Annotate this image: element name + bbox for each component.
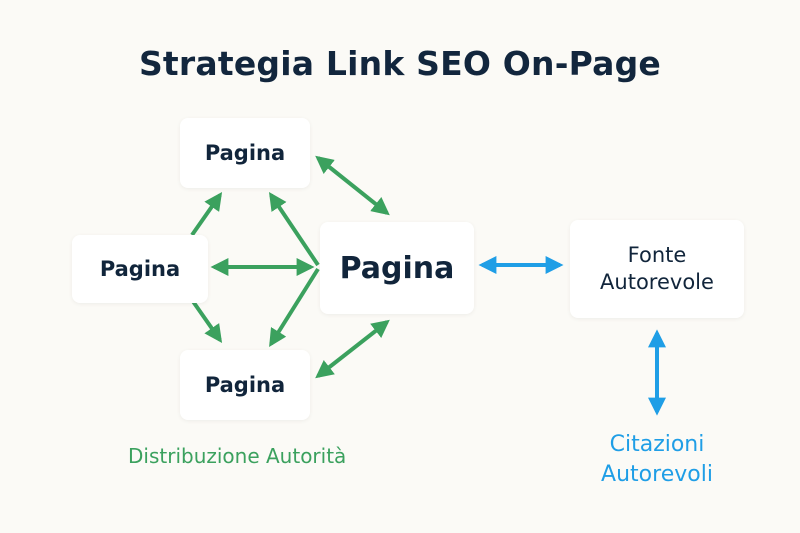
node-page-left-label: Pagina [99,257,181,281]
node-page-top: Pagina [180,118,310,188]
node-authoritative-source: Fonte Autorevole [570,220,744,318]
node-page-center: Pagina [320,222,474,314]
caption-authority-distribution: Distribuzione Autorità [128,444,347,468]
node-page-center-label: Pagina [339,250,455,286]
arrow-fan-bottom [269,267,320,348]
arrow-top-center [315,155,390,216]
node-page-top-label: Pagina [204,141,286,165]
node-source-line2: Autorevole [600,270,714,294]
node-page-bottom-label: Pagina [204,373,286,397]
caption-citations-line1: Citazioni [609,432,705,457]
arrow-left-bottom [190,298,223,343]
caption-authoritative-citations: Citazioni Autorevoli [584,430,730,489]
diagram-title: Strategia Link SEO On-Page [138,44,662,83]
node-page-left: Pagina [72,235,208,303]
arrow-left-top [190,192,223,237]
node-page-bottom: Pagina [180,350,310,420]
caption-citations-line2: Autorevoli [601,461,713,487]
arrow-bottom-center [315,319,390,379]
arrow-fan-top [268,192,320,267]
node-source-line1: Fonte [627,242,687,267]
